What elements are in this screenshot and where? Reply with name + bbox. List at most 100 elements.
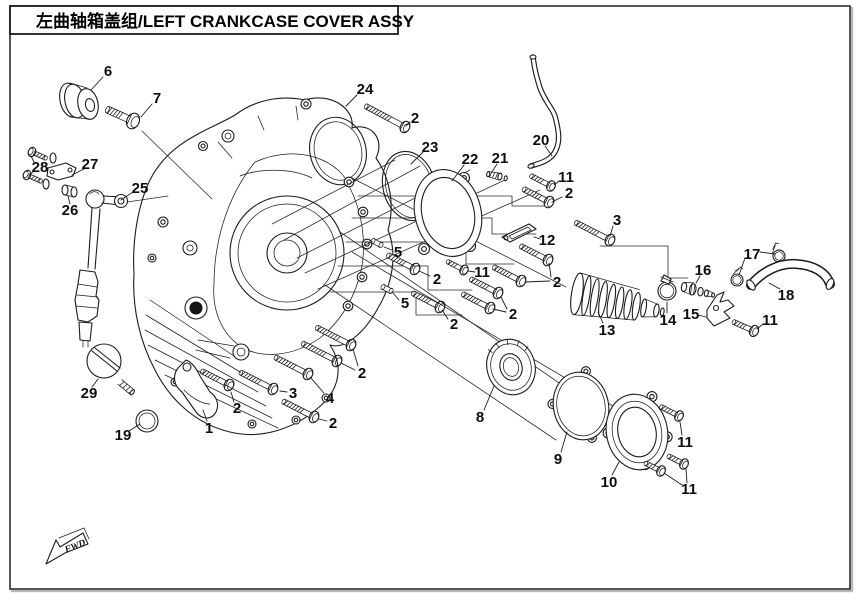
callout-16: 16 [695,262,712,284]
part-number: 14 [660,312,677,329]
callout-6: 6 [90,63,112,91]
callout-26: 26 [62,195,79,219]
callout-2: 2 [230,391,241,417]
breather-hose-20 [527,54,562,169]
fitting-16 [680,281,716,298]
callout-15: 15 [683,306,707,323]
callout-2: 2 [441,309,458,333]
bolt [273,354,314,381]
hose-18 [746,258,835,291]
part-number: 12 [539,232,556,249]
oring-19 [135,409,159,433]
callout-22: 22 [451,151,479,182]
callout-19: 19 [115,423,141,444]
hose-clamp-14 [657,274,677,301]
bolt [445,259,469,276]
callout-8: 8 [476,385,495,426]
callout-3: 3 [609,212,621,237]
part-number: 28 [32,159,49,176]
gasket-9 [547,366,610,443]
plug-26 [61,184,78,198]
callout-28: 28 [28,155,49,176]
callout-1: 1 [202,409,213,437]
bolt [314,324,357,352]
part-number: 10 [601,474,618,491]
part-number: 26 [62,202,79,219]
bracket-1 [173,359,219,419]
part-number: 29 [81,385,98,402]
bracket-15 [706,291,735,327]
part-number: 11 [677,434,693,451]
title-box: 左曲轴箱盖组/LEFT CRANKCASE COVER ASSY [9,5,415,35]
part-number: 5 [401,295,409,312]
part-number: 11 [681,481,697,498]
part-number: 2 [433,271,441,288]
part-number: 1 [205,420,213,437]
part-number: 6 [104,63,112,80]
callout-20: 20 [533,132,553,157]
callout-2: 2 [340,348,366,382]
callout-11: 11 [663,468,697,498]
bolt [529,173,556,192]
part-number: 25 [132,180,149,197]
callout-2: 2 [418,270,441,288]
part-number: 2 [509,306,517,323]
bolt [461,291,496,315]
callout-25: 25 [120,180,149,201]
part-number: 2 [411,110,419,127]
callout-13: 13 [597,311,616,339]
part-number: 22 [462,151,479,168]
callout-14: 14 [660,301,677,329]
callout-11: 11 [467,264,490,281]
part-number: 11 [762,312,778,329]
part-number: 2 [553,274,561,291]
part-number: 23 [422,139,439,156]
wire-clamp-17a [730,266,744,287]
part-number: 7 [153,90,161,107]
part-number: 5 [394,244,402,261]
part-number: 20 [533,132,550,149]
callout-9: 9 [554,431,568,468]
part-number: 16 [695,262,712,279]
bolt [521,186,555,209]
bolts-layer [22,103,760,477]
cover-plate-22 [413,169,483,257]
part-number: 2 [565,185,573,202]
callout-11: 11 [553,169,574,186]
bolt [200,368,235,392]
dowel-pin [370,237,384,249]
bolt [411,290,446,314]
callout-23: 23 [410,139,439,165]
bolt [22,169,43,184]
callout-2: 2 [524,262,561,291]
cover-10 [602,391,673,471]
callout-2: 2 [318,415,337,432]
oil-filler-cap-29 [86,343,136,396]
part-number: 2 [450,316,458,333]
callout-24: 24 [345,81,374,107]
callout-4: 4 [309,376,335,407]
fitting-21 [486,171,508,182]
bearing-8 [486,338,536,396]
callout-11: 11 [756,312,778,330]
callout-11: 11 [677,421,693,451]
callout-7: 7 [140,90,161,118]
part-number: 19 [115,427,132,444]
callout-5: 5 [392,292,409,312]
part-number: 11 [474,264,490,281]
bolt [666,453,689,470]
plug-grommet-6 [59,82,99,120]
bolt [573,219,616,247]
part-number: 13 [599,322,616,339]
part-number: 9 [554,451,562,468]
callout-27: 27 [71,156,99,176]
bolt [643,460,666,477]
bellows-boot-13 [570,272,665,321]
part-number: 2 [233,400,241,417]
bolt [659,404,684,422]
part-number: 17 [744,246,761,263]
bolt [27,146,48,161]
part-number: 18 [778,287,795,304]
part-number: 2 [329,415,337,432]
part-number: 27 [82,156,99,173]
